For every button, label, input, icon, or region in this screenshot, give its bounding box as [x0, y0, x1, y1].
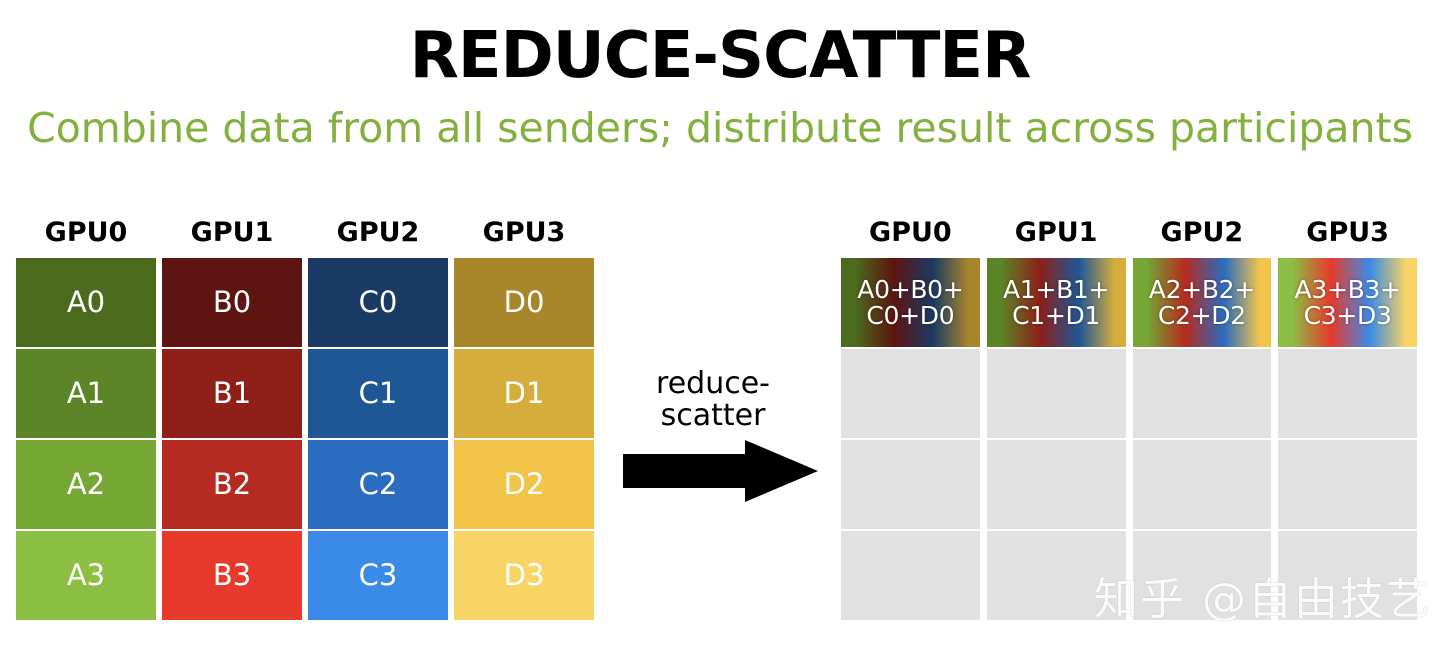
- source-cell-a3: A3: [16, 531, 156, 620]
- source-column-header-gpu3: GPU3: [482, 217, 566, 248]
- source-cell-c2: C2: [308, 440, 448, 529]
- result-cell-empty: [986, 349, 1126, 438]
- source-cell-a0: A0: [16, 258, 156, 347]
- source-cell-b3: B3: [162, 531, 302, 620]
- page-title: REDUCE-SCATTER: [409, 19, 1032, 93]
- result-cell-empty: [1132, 440, 1272, 529]
- source-cell-d3: D3: [454, 531, 594, 620]
- source-cell-a2: A2: [16, 440, 156, 529]
- source-cell-d0: D0: [454, 258, 594, 347]
- result-cell-empty: [1132, 349, 1272, 438]
- result-cell-empty: [841, 531, 980, 620]
- result-cell-a1-b1-c1-d1: A1+B1+C1+D1: [986, 258, 1126, 347]
- result-cell-empty: [986, 440, 1126, 529]
- source-cell-c1: C1: [308, 349, 448, 438]
- result-cell-empty: [841, 349, 980, 438]
- result-cell-empty: [1278, 531, 1417, 620]
- result-column-header-gpu3: GPU3: [1306, 217, 1389, 248]
- source-cell-b1: B1: [162, 349, 302, 438]
- result-cell-empty: [841, 440, 980, 529]
- source-cell-c0: C0: [308, 258, 448, 347]
- source-column-header-gpu1: GPU1: [190, 217, 274, 248]
- source-cell-c3: C3: [308, 531, 448, 620]
- result-column-header-gpu2: GPU2: [1160, 217, 1244, 248]
- page-subtitle: Combine data from all senders; distribut…: [27, 104, 1413, 152]
- result-column-gpu1: A1+B1+C1+D1: [986, 258, 1126, 620]
- right-arrow-icon: [623, 440, 818, 502]
- source-cell-b2: B2: [162, 440, 302, 529]
- result-cell-empty: [1278, 349, 1417, 438]
- source-grid-headers: GPU0 GPU1 GPU2 GPU3: [16, 214, 594, 258]
- source-cell-b0: B0: [162, 258, 302, 347]
- result-grid-headers: GPU0 GPU1 GPU2 GPU3: [841, 214, 1417, 258]
- operation-label: reduce-scatter: [656, 366, 770, 434]
- reduce-scatter-operation: reduce-scatter: [618, 366, 818, 508]
- source-cell-d1: D1: [454, 349, 594, 438]
- source-cell-d2: D2: [454, 440, 594, 529]
- result-column-header-gpu0: GPU0: [869, 217, 952, 248]
- result-column-header-gpu1: GPU1: [1014, 217, 1098, 248]
- source-column-header-gpu2: GPU2: [336, 217, 420, 248]
- result-cell-a3-b3-c3-d3: A3+B3+C3+D3: [1278, 258, 1417, 347]
- result-cell-a0-b0-c0-d0: A0+B0+C0+D0: [841, 258, 980, 347]
- result-cell-empty: [1132, 531, 1272, 620]
- watermark: 知乎 @自由技艺: [1094, 574, 1432, 625]
- source-column-header-gpu0: GPU0: [44, 217, 128, 248]
- result-column-gpu3: A3+B3+C3+D3: [1278, 258, 1417, 620]
- result-cell-empty: [1278, 440, 1417, 529]
- result-cell-a2-b2-c2-d2: A2+B2+C2+D2: [1132, 258, 1272, 347]
- result-column-gpu0: A0+B0+C0+D0: [841, 258, 980, 620]
- source-cell-a1: A1: [16, 349, 156, 438]
- result-cell-empty: [986, 531, 1126, 620]
- result-column-gpu2: A2+B2+C2+D2: [1132, 258, 1272, 620]
